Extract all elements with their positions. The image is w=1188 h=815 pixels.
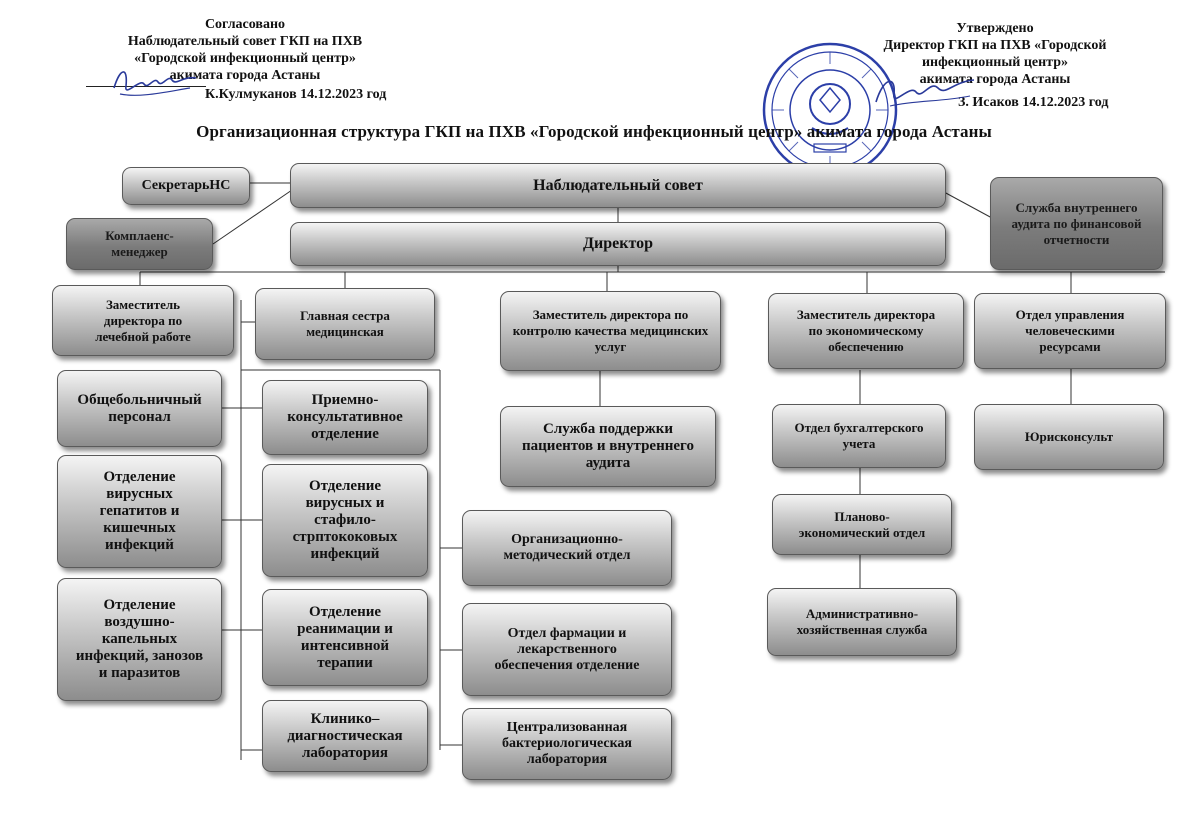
icu-dept-label: Отделение реанимации и интенсивной терап… <box>297 603 393 671</box>
accounting-dept-label: Отдел бухгалтерского учета <box>794 420 924 451</box>
signature-right-icon <box>875 79 975 107</box>
pharmacy-dept-box: Отдел фармации и лекарственного обеспече… <box>462 603 672 696</box>
compliance-label: Комплаенс-менеджер <box>105 228 174 259</box>
approval-line: инфекционный центр» <box>921 55 1069 70</box>
pharmacy-dept-label: Отдел фармации и лекарственного обеспече… <box>494 625 640 673</box>
signature-right-text: З. Исаков 14.12.2023 год <box>958 95 1109 110</box>
planning-dept-box: Планово-экономический отдел <box>772 494 952 555</box>
approval-line: Директор ГКП на ПХВ «Городской <box>883 38 1107 53</box>
approval-line: Утверждено <box>956 21 1034 36</box>
approval-line: акимата города Астаны <box>919 72 1071 87</box>
approval-line: Согласовано <box>204 17 286 32</box>
signature-underline <box>86 86 206 87</box>
patient-support-box: Служба поддержки пациентов и внутреннего… <box>500 406 716 487</box>
hr-label: Отдел управления человеческими ресурсами <box>1015 307 1125 354</box>
clinical-lab-label: Клинико–диагностическая лаборатория <box>287 710 403 761</box>
deputy-quality-label: Заместитель директора по контролю качест… <box>512 307 709 354</box>
icu-dept-box: Отделение реанимации и интенсивной терап… <box>262 589 428 686</box>
general-staff-box: Общебольничный персонал <box>57 370 222 447</box>
org-method-dept-box: Организационно-методический отдел <box>462 510 672 586</box>
bacterio-lab-label: Централизованная бактериологическая лабо… <box>501 720 633 767</box>
org-method-dept-label: Организационно-методический отдел <box>503 532 631 563</box>
approval-line: «Городской инфекционный центр» <box>134 51 356 66</box>
secretary-box: СекретарьНС <box>122 167 250 205</box>
deputy-medical-label: Заместитель директора по лечебной работе <box>95 296 191 344</box>
admin-service-label: Административно-хозяйственная служба <box>796 606 928 637</box>
signature-left-icon <box>113 71 197 96</box>
audit-service-box: Служба внутреннего аудита по финансовой … <box>990 177 1163 270</box>
approval-header-right: Утверждено Директор ГКП на ПХВ «Городско… <box>830 20 1160 88</box>
audit-service-label: Служба внутреннего аудита по финансовой … <box>1011 199 1142 247</box>
approval-line: акимата города Астаны <box>169 68 321 83</box>
head-nurse-box: Главная сестра медицинская <box>255 288 435 360</box>
head-nurse-label: Главная сестра медицинская <box>300 308 390 339</box>
bacterio-lab-box: Централизованная бактериологическая лабо… <box>462 708 672 780</box>
patient-support-label: Служба поддержки пациентов и внутреннего… <box>522 421 694 471</box>
admission-dept-label: Приемно-консультативное отделение <box>287 392 403 442</box>
lawyer-box: Юрисконсульт <box>974 404 1164 470</box>
signature-left-text: К.Кулмуканов 14.12.2023 год <box>205 87 387 102</box>
planning-dept-label: Планово-экономический отдел <box>798 508 926 540</box>
staph-strep-dept-label: Отделение вирусных и стафило-стрптококов… <box>292 478 398 562</box>
deputy-economic-label: Заместитель директора по экономическому … <box>796 307 936 354</box>
board-label: Наблюдательный совет <box>533 176 703 194</box>
airborne-dept-label: Отделение воздушно-капельных инфекций, з… <box>75 597 204 681</box>
approval-line: Наблюдательный совет ГКП на ПХВ <box>127 34 363 49</box>
general-staff-label: Общебольничный персонал <box>77 391 202 425</box>
hepatitis-dept-box: Отделение вирусных гепатитов и кишечных … <box>57 455 222 568</box>
hr-box: Отдел управления человеческими ресурсами <box>974 293 1166 369</box>
lawyer-label: Юрисконсульт <box>1024 429 1114 444</box>
approval-header-left: Согласовано Наблюдательный совет ГКП на … <box>95 16 395 84</box>
admin-service-box: Административно-хозяйственная служба <box>767 588 957 656</box>
director-label: Директор <box>583 235 653 252</box>
deputy-medical-box: Заместитель директора по лечебной работе <box>52 285 234 356</box>
compliance-box: Комплаенс-менеджер <box>66 218 213 270</box>
page-title: Организационная структура ГКП на ПХВ «Го… <box>196 122 992 141</box>
deputy-economic-box: Заместитель директора по экономическому … <box>768 293 964 369</box>
airborne-dept-box: Отделение воздушно-капельных инфекций, з… <box>57 578 222 701</box>
staph-strep-dept-box: Отделение вирусных и стафило-стрптококов… <box>262 464 428 577</box>
clinical-lab-box: Клинико–диагностическая лаборатория <box>262 700 428 772</box>
accounting-dept-box: Отдел бухгалтерского учета <box>772 404 946 468</box>
director-box: Директор <box>290 222 946 266</box>
board-box: Наблюдательный совет <box>290 163 946 208</box>
admission-dept-box: Приемно-консультативное отделение <box>262 380 428 455</box>
secretary-label: СекретарьНС <box>141 178 231 193</box>
deputy-quality-box: Заместитель директора по контролю качест… <box>500 291 721 371</box>
hepatitis-dept-label: Отделение вирусных гепатитов и кишечных … <box>99 469 180 553</box>
